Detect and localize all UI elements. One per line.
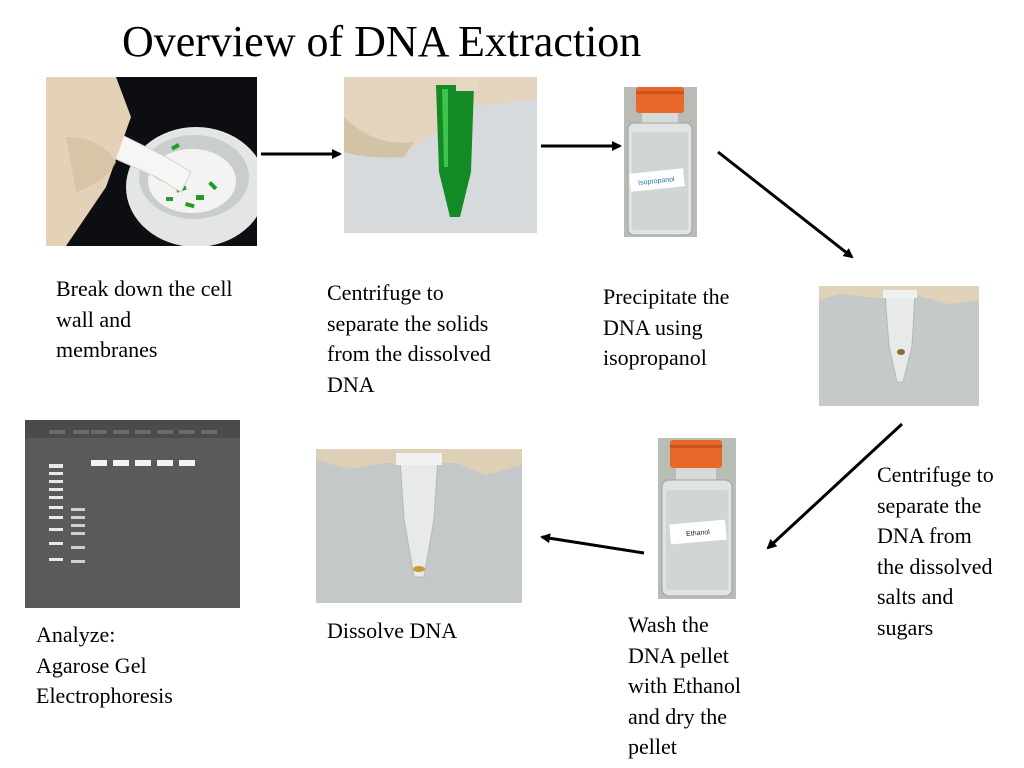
isopropanol-label: Isopropanol [638,176,676,187]
arrow-4-to-5 [766,422,904,550]
caption-dissolve: Dissolve DNA [327,618,458,643]
page-title: Overview of DNA Extraction [122,17,642,66]
green-tube-photo [344,77,537,233]
agarose-gel-photo [25,420,240,608]
dissolved-dna-tube-photo [316,449,522,603]
arrow-5-to-6 [540,533,645,555]
ethanol-bottle-photo: Ethanol [658,438,736,599]
pellet-tube-photo [819,286,979,406]
arrow-3-to-4 [717,150,854,259]
isopropanol-bottle-photo: Isopropanol [624,87,697,237]
ethanol-label: Ethanol [686,529,711,538]
mortar-pestle-photo [46,77,257,246]
